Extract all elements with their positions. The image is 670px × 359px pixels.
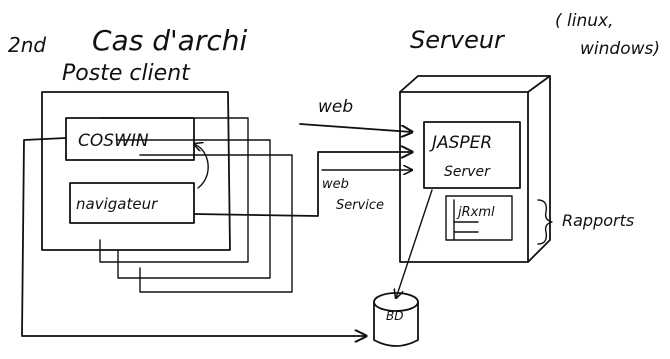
web-arrow — [299, 123, 412, 132]
webservice-label-line1: web — [322, 177, 349, 192]
coswin-label: COSWIN — [78, 131, 149, 151]
webservice-label-line2: Service — [336, 198, 384, 213]
server-os-line2: windows) — [580, 39, 660, 59]
navigateur-box — [69, 182, 195, 224]
web-link-label: web — [318, 97, 353, 117]
navigateur-label: navigateur — [76, 195, 158, 213]
rapports-brace — [537, 199, 553, 245]
client-window-1 — [41, 91, 231, 251]
client-window-4 — [139, 154, 293, 293]
jasper-to-db-line — [396, 189, 433, 298]
database-label: BD — [386, 309, 403, 323]
server-os-line1: ( linux, — [555, 11, 614, 31]
database-cylinder — [373, 292, 419, 347]
jrxml-reports — [445, 195, 513, 241]
jasper-label-line2: Server — [444, 164, 491, 180]
client-window-stack — [41, 91, 293, 293]
jasper-server-box — [423, 121, 521, 189]
server-title: Serveur — [410, 26, 506, 54]
jasper-label-line1: JASPER — [429, 133, 492, 153]
coswin-box — [65, 117, 195, 161]
webservice-connection — [193, 152, 412, 217]
client-window-2 — [99, 117, 249, 263]
navigateur-to-coswin-arrow — [194, 144, 209, 189]
client-title: Poste client — [62, 61, 191, 86]
rapports-label: Rapports — [562, 211, 634, 230]
server-box — [399, 75, 551, 263]
jrxml-label: jRxml — [456, 205, 495, 220]
heading-title: Cas d'archi — [92, 24, 247, 57]
heading-prefix: 2nd — [8, 33, 46, 57]
client-window-3 — [117, 139, 271, 279]
coswin-to-db-line — [21, 137, 366, 336]
